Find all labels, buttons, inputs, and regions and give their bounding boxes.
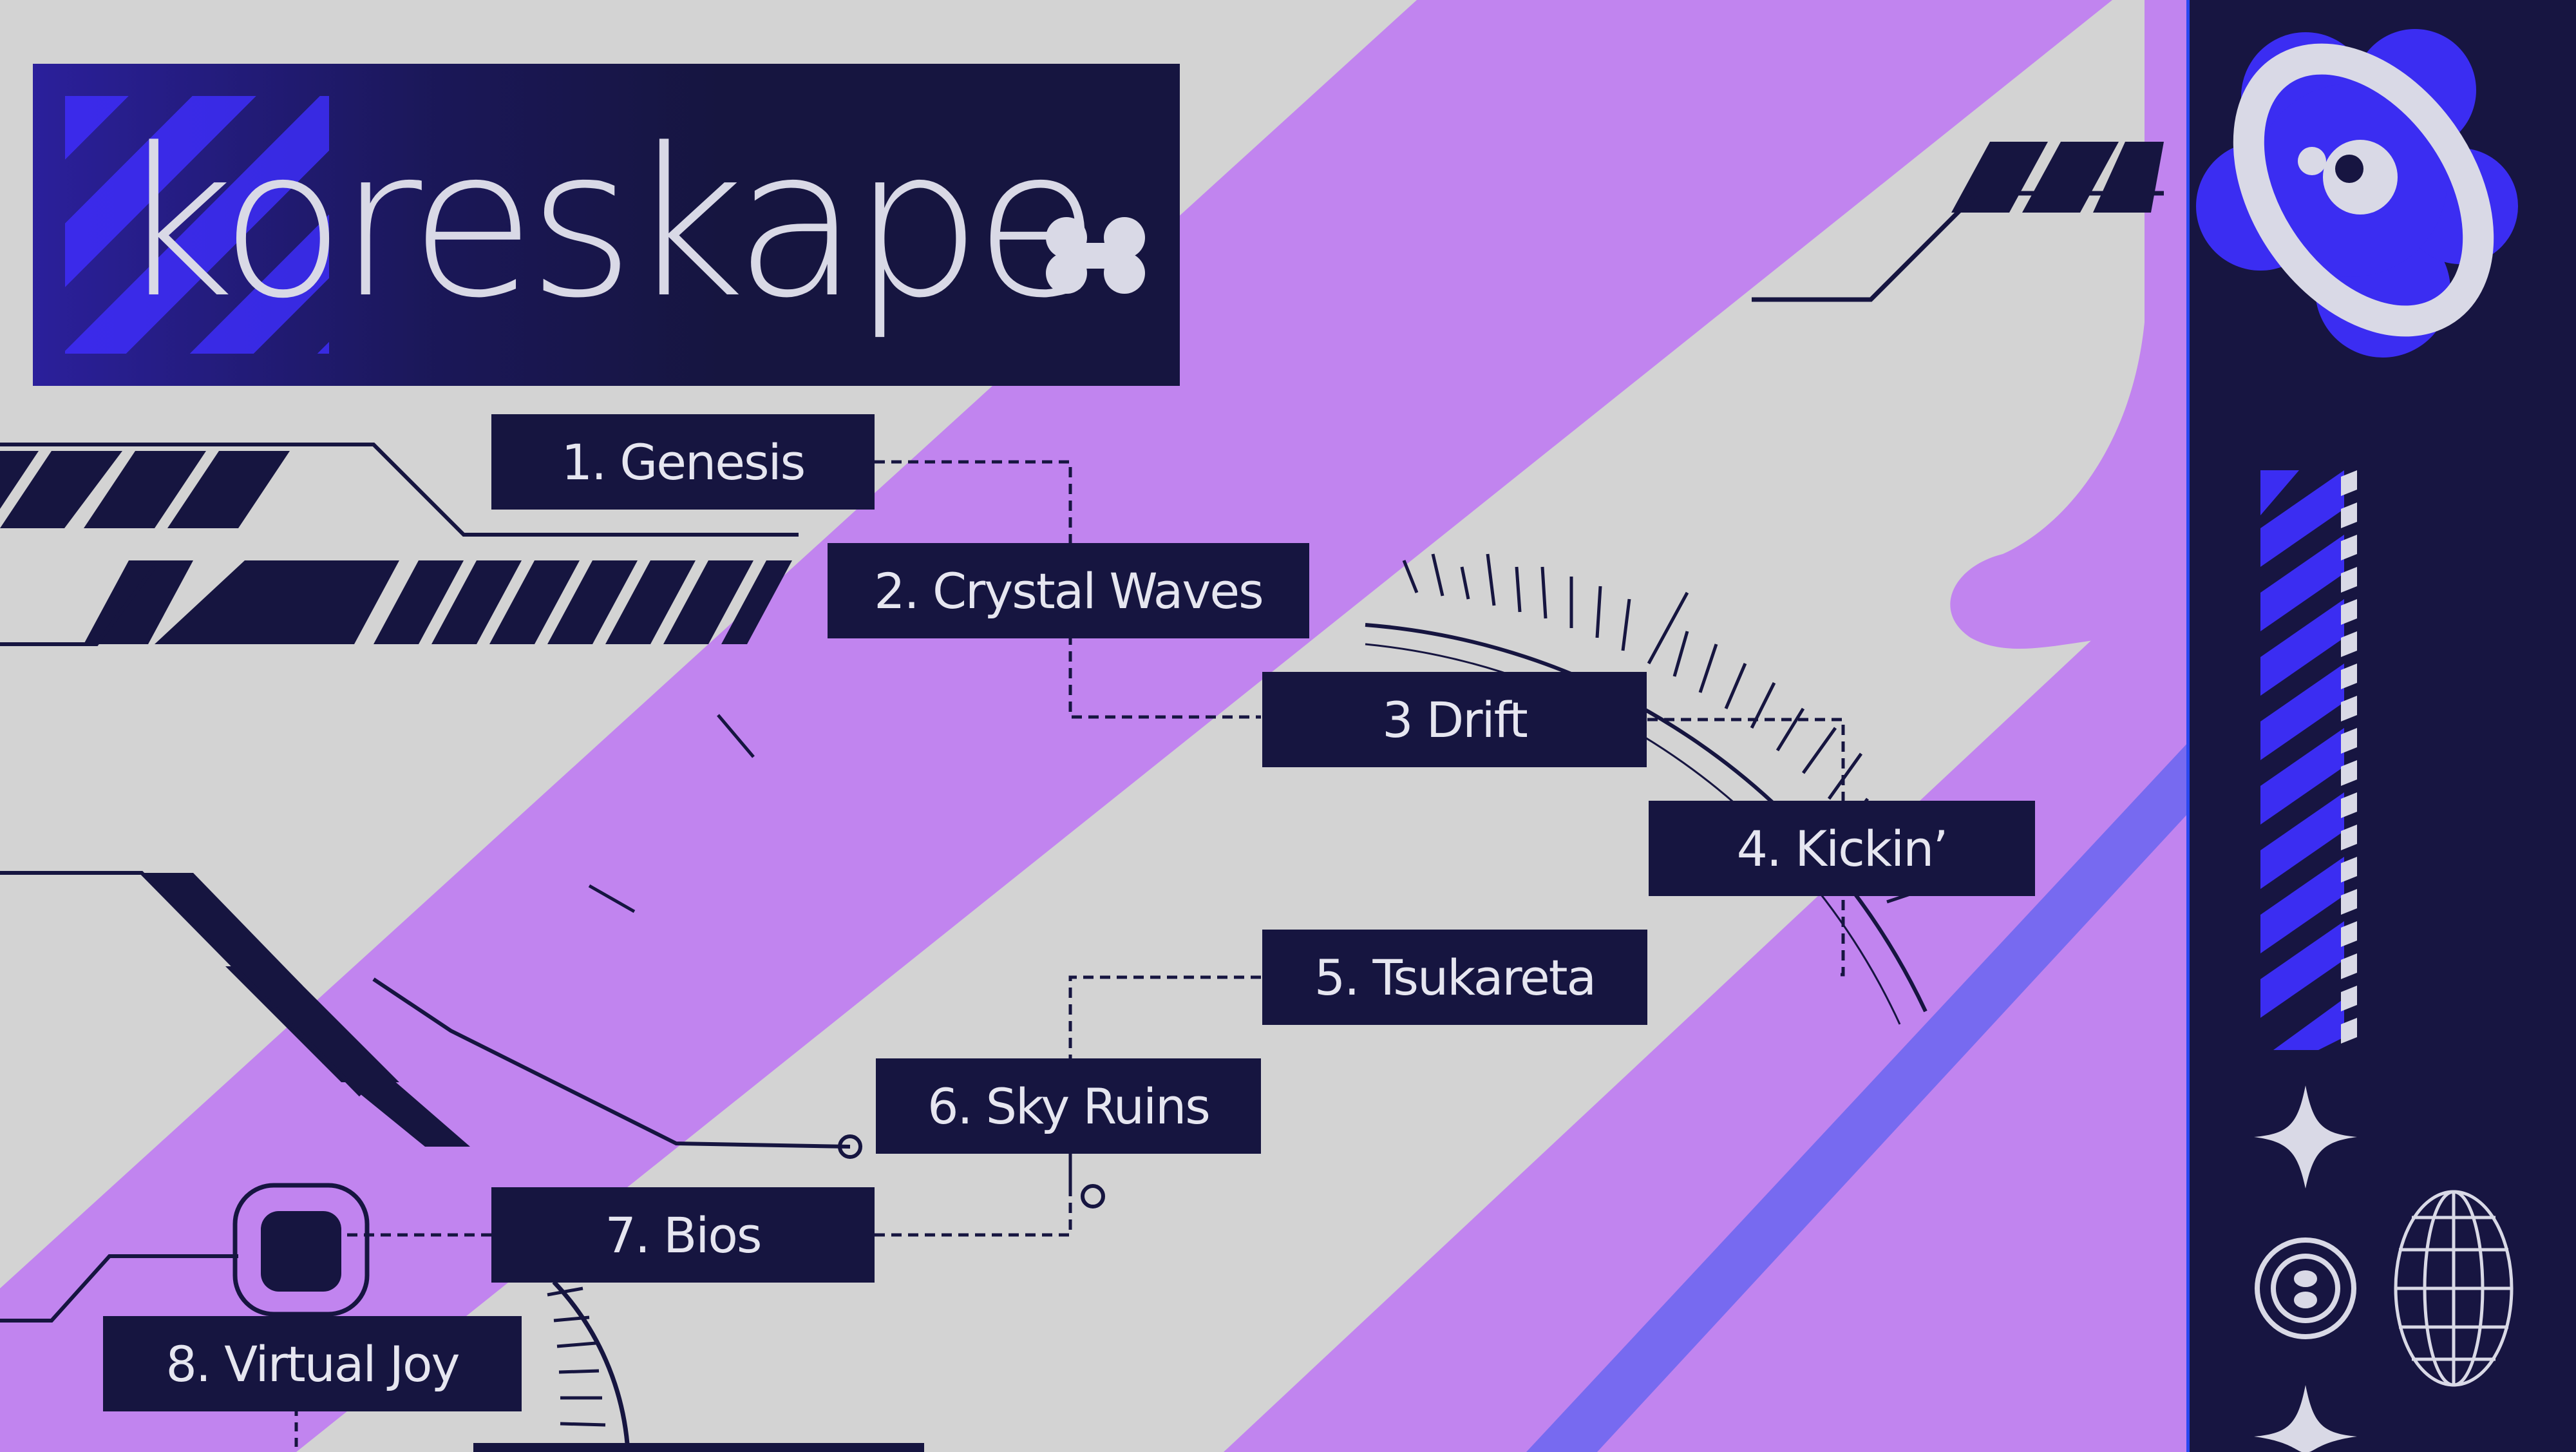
- circuit-line-left: [0, 443, 799, 537]
- dial-arc-outer: [1365, 623, 1927, 1013]
- stripes-left-lower: [84, 560, 792, 644]
- target-face-icon: [2255, 1237, 2356, 1339]
- track-label: 1. Genesis: [491, 414, 875, 510]
- sidebar-panel: [2190, 0, 2576, 1452]
- circuit-chip: [261, 1211, 341, 1292]
- circuit-node-1: [838, 1134, 862, 1159]
- dial-ticks-left: [588, 714, 755, 913]
- stripes-top-right: [1951, 142, 2164, 213]
- brand-logo-text: koreskape: [117, 104, 1100, 343]
- violet-swoosh: [1950, 0, 2190, 649]
- circuit-line-left-2: [0, 566, 156, 646]
- stripes-left-upper: [0, 451, 290, 528]
- stripes-left-bottom: [142, 873, 470, 1147]
- logo-link-icon: [1046, 217, 1145, 294]
- dial-arc-inner: [1365, 643, 1901, 1025]
- sidebar-art: [2196, 29, 2518, 1452]
- globe-icon: [2394, 1190, 2514, 1387]
- track-label: 2. Crystal Waves: [828, 543, 1309, 638]
- track-label: 7. Bios: [491, 1187, 875, 1283]
- circuit-line-top-right: [1752, 191, 2164, 302]
- track-label: 6. Sky Ruins: [876, 1058, 1261, 1154]
- dial-ticks-bottom: [547, 1286, 606, 1427]
- planet-ring-icon: [2233, 43, 2494, 337]
- track-label: 4. Kickin’: [1649, 801, 2035, 896]
- circuit-node-2: [1081, 1184, 1105, 1208]
- logo-block: koreskape: [33, 64, 1180, 386]
- circuit-line-bottom-2: [372, 977, 851, 1149]
- sparkle-icon-bottom: [2254, 1385, 2357, 1452]
- dial-arc-bottom-left: [552, 1280, 630, 1452]
- track-label: 8. Virtual Joy: [103, 1316, 522, 1411]
- partial-label-bottom: [473, 1443, 924, 1452]
- logo-glow: [33, 64, 1180, 386]
- sidebar-stripe-bar: [2260, 470, 2357, 1050]
- circuit-line-bottom-1: [0, 871, 363, 1097]
- track-label: 3 Drift: [1262, 672, 1647, 767]
- track-label: 5. Tsukareta: [1262, 930, 1647, 1025]
- violet-beam-lower: [1224, 560, 2190, 1452]
- blue-beam-edge: [1526, 741, 2190, 1452]
- circuit-chip-outline: [232, 1183, 370, 1317]
- sparkle-icon: [2254, 1085, 2357, 1189]
- violet-beam-upper: [0, 0, 2112, 1452]
- circuit-line-bottom-3: [0, 1254, 238, 1323]
